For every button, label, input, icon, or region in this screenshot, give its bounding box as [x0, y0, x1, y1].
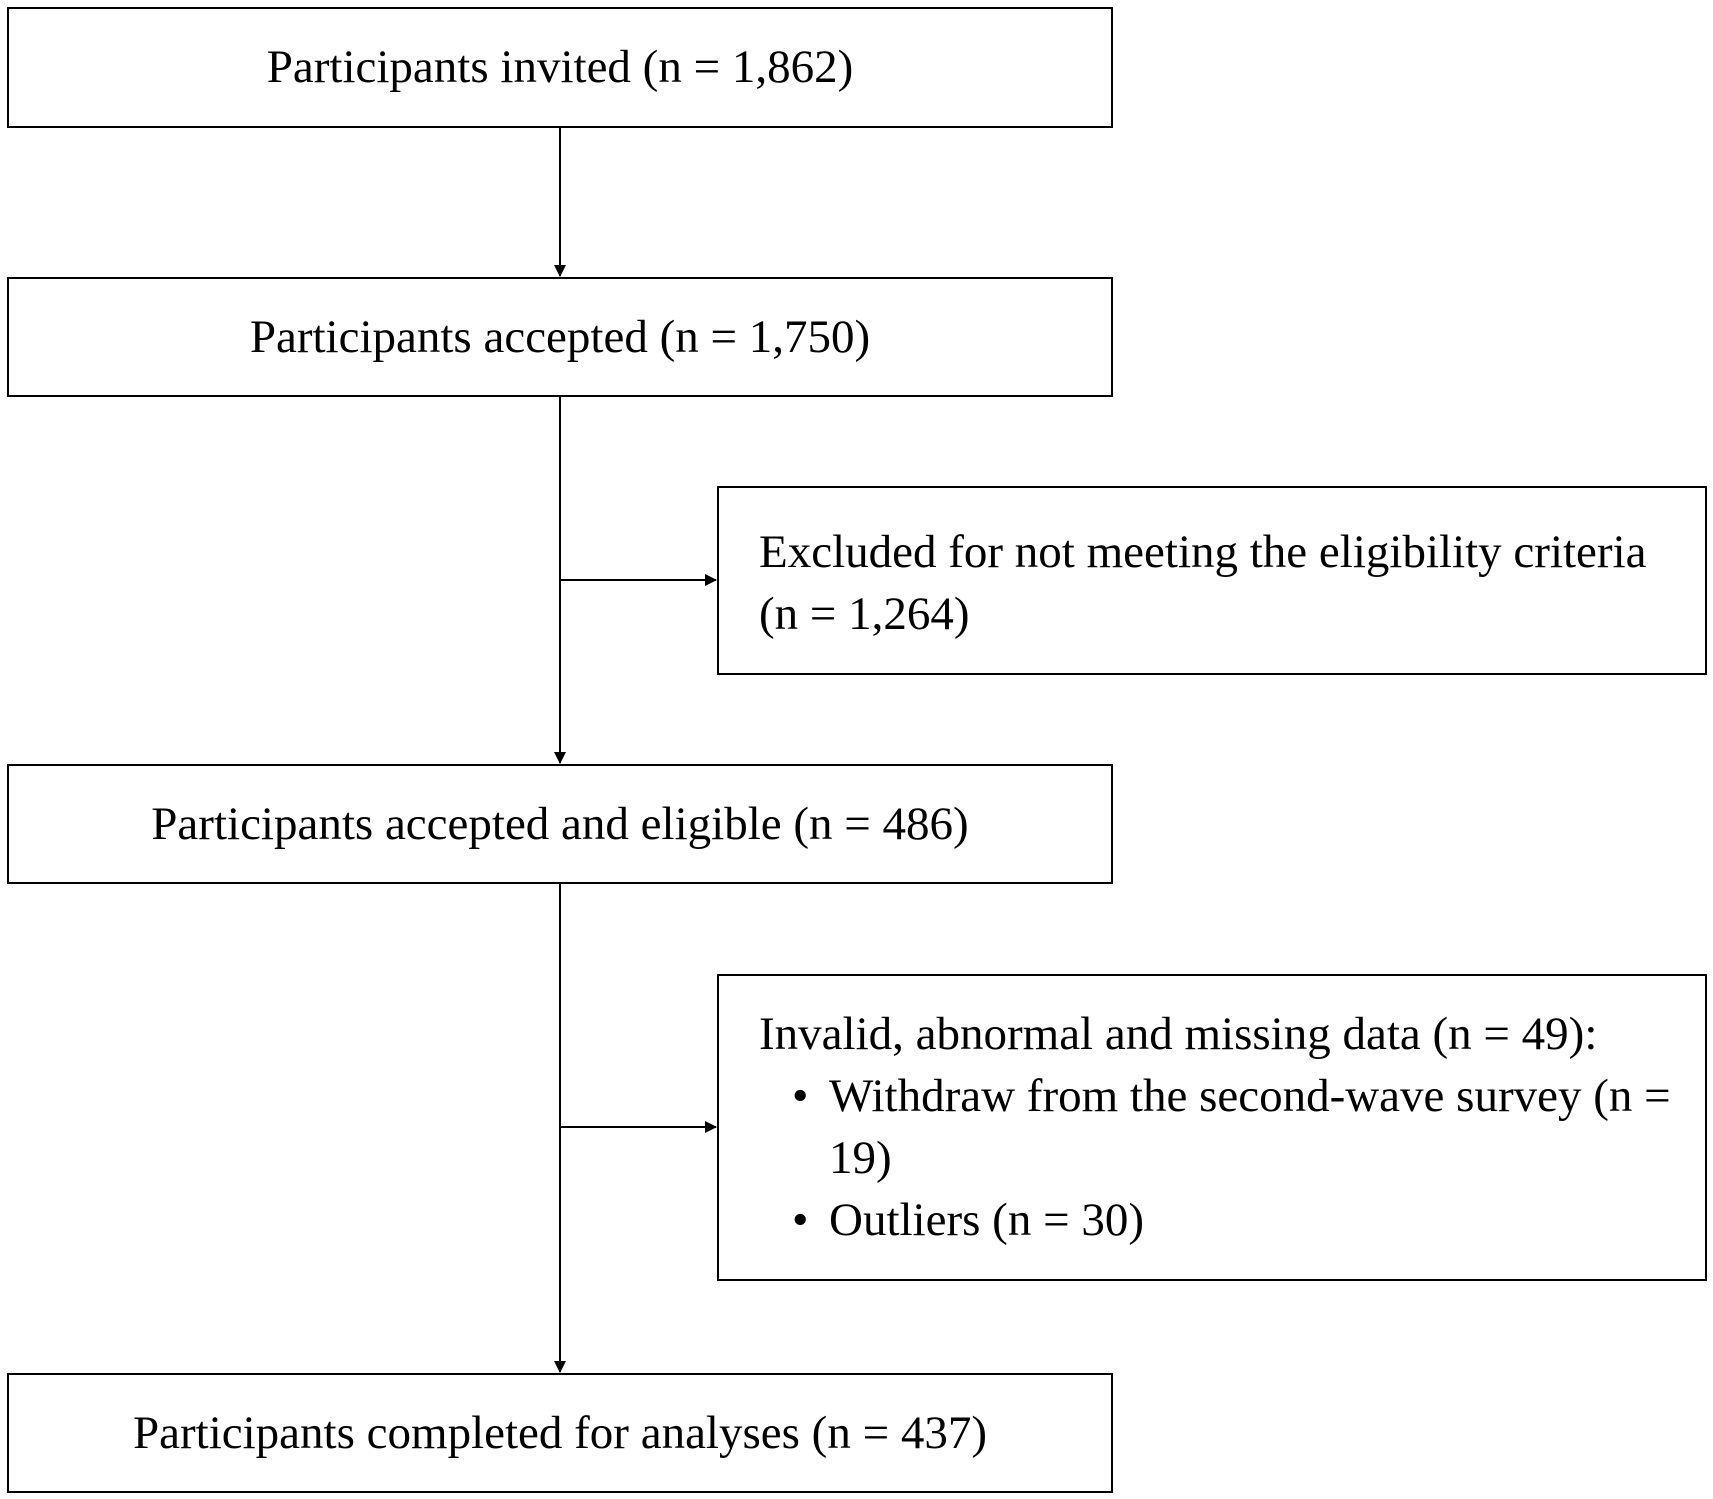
bullet-icon: •: [792, 1194, 809, 1246]
list-item: • Outliers (n = 30): [759, 1189, 1685, 1251]
bullet-icon: •: [792, 1070, 809, 1122]
excluded-label: Excluded for not meeting the eligibility…: [759, 526, 1647, 640]
eligible-label: Participants accepted and eligible (n = …: [151, 797, 969, 850]
invalid-heading: Invalid, abnormal and missing data (n = …: [759, 1008, 1598, 1060]
invalid-reasons-list: • Withdraw from the second-wave survey (…: [759, 1065, 1685, 1251]
box-excluded: Excluded for not meeting the eligibility…: [717, 486, 1707, 675]
invited-label: Participants invited (n = 1,862): [266, 41, 854, 94]
box-invalid-data: Invalid, abnormal and missing data (n = …: [717, 974, 1707, 1281]
box-participants-invited: Participants invited (n = 1,862): [7, 7, 1113, 128]
invalid-reason-withdraw: Withdraw from the second-wave survey (n …: [829, 1070, 1671, 1184]
accepted-label: Participants accepted (n = 1,750): [249, 310, 871, 363]
completed-label: Participants completed for analyses (n =…: [133, 1406, 987, 1459]
list-item: • Withdraw from the second-wave survey (…: [759, 1065, 1685, 1189]
box-participants-accepted: Participants accepted (n = 1,750): [7, 277, 1113, 397]
invalid-reason-outliers: Outliers (n = 30): [829, 1194, 1144, 1246]
box-completed-for-analyses: Participants completed for analyses (n =…: [7, 1373, 1113, 1493]
box-accepted-and-eligible: Participants accepted and eligible (n = …: [7, 764, 1113, 884]
